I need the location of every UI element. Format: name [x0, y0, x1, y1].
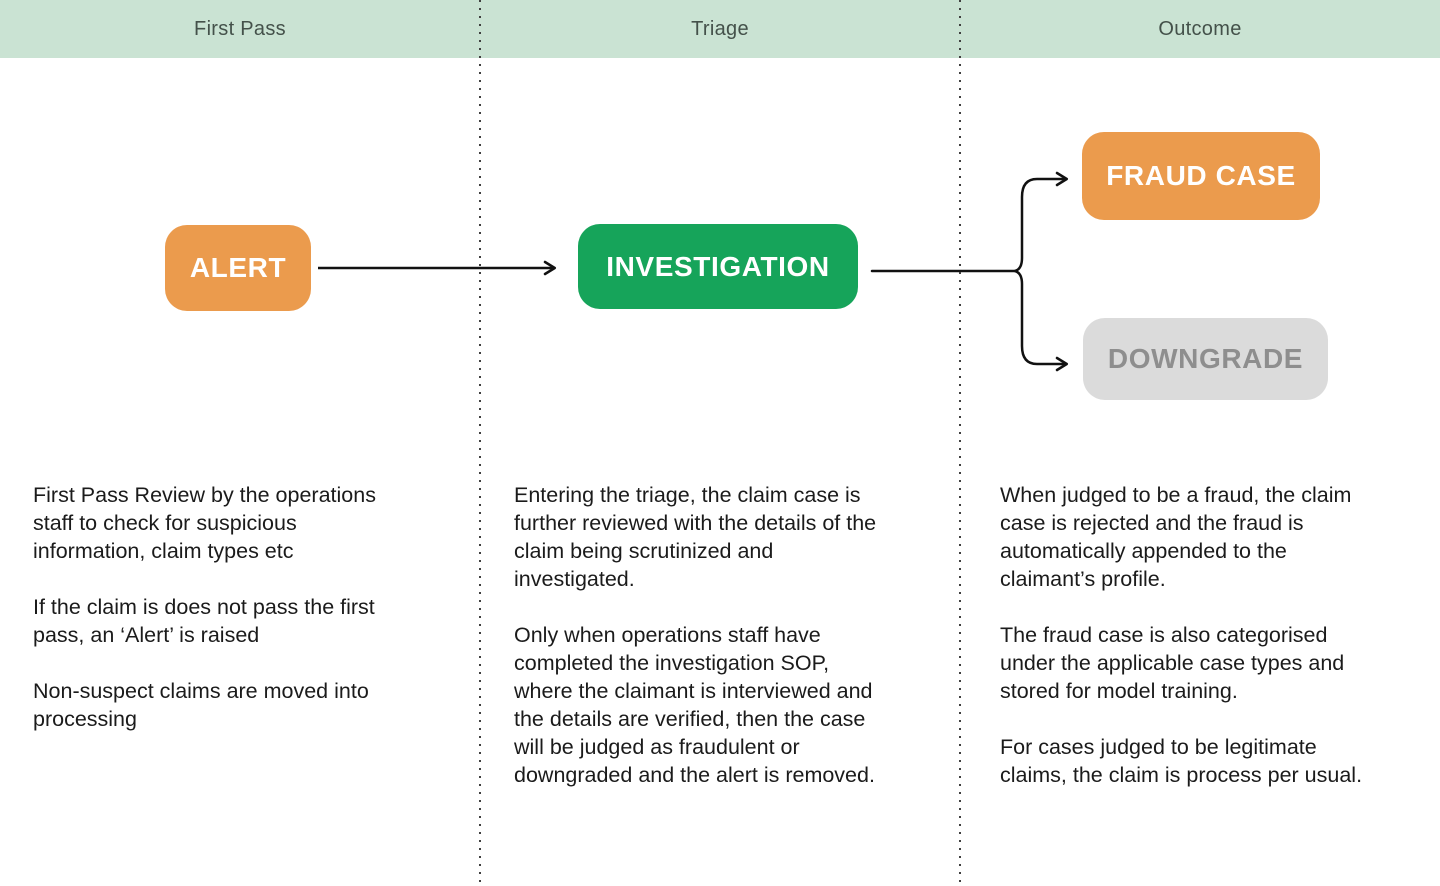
- first-pass-paragraph-3: Non-suspect claims are moved into proces…: [33, 679, 369, 731]
- connector-investigation-split-upper: [870, 171, 1069, 273]
- first-pass-paragraph-2: If the claim is does not pass the first …: [33, 595, 375, 647]
- outcome-paragraph-1: When judged to be a fraud, the claim cas…: [1000, 483, 1352, 591]
- triage-paragraph-1: Entering the triage, the claim case is f…: [514, 483, 877, 591]
- outcome-paragraph-3: For cases judged to be legitimate claims…: [1000, 735, 1363, 787]
- node-downgrade-label: DOWNGRADE: [1107, 343, 1304, 374]
- notes-triage: Entering the triage, the claim case is f…: [514, 481, 949, 789]
- node-alert: ALERT: [165, 225, 311, 311]
- notes-first-pass: First Pass Review by the operations staf…: [33, 481, 468, 733]
- lane-title-first-pass: First Pass: [194, 17, 286, 40]
- node-fraud-case: FRAUD CASE: [1082, 132, 1320, 220]
- notes-outcome: When judged to be a fraud, the claim cas…: [1000, 481, 1425, 789]
- node-investigation-label: INVESTIGATION: [606, 250, 830, 282]
- outcome-paragraph-2: The fraud case is also categorised under…: [1000, 623, 1345, 703]
- lane-separator-1: [479, 0, 481, 886]
- node-alert-label: ALERT: [189, 252, 287, 283]
- lane-title-outcome: Outcome: [1158, 17, 1242, 40]
- node-investigation: INVESTIGATION: [578, 224, 858, 309]
- triage-paragraph-2: Only when operations staff have complete…: [514, 623, 875, 787]
- lane-header-band: First Pass Triage Outcome: [0, 0, 1440, 58]
- connector-investigation-split-lower: [1013, 269, 1069, 372]
- node-downgrade: DOWNGRADE: [1083, 318, 1328, 400]
- node-fraud-case-label: FRAUD CASE: [1106, 160, 1296, 191]
- lane-title-triage: Triage: [691, 17, 749, 40]
- lane-separator-2: [959, 0, 961, 886]
- first-pass-paragraph-1: First Pass Review by the operations staf…: [33, 483, 376, 563]
